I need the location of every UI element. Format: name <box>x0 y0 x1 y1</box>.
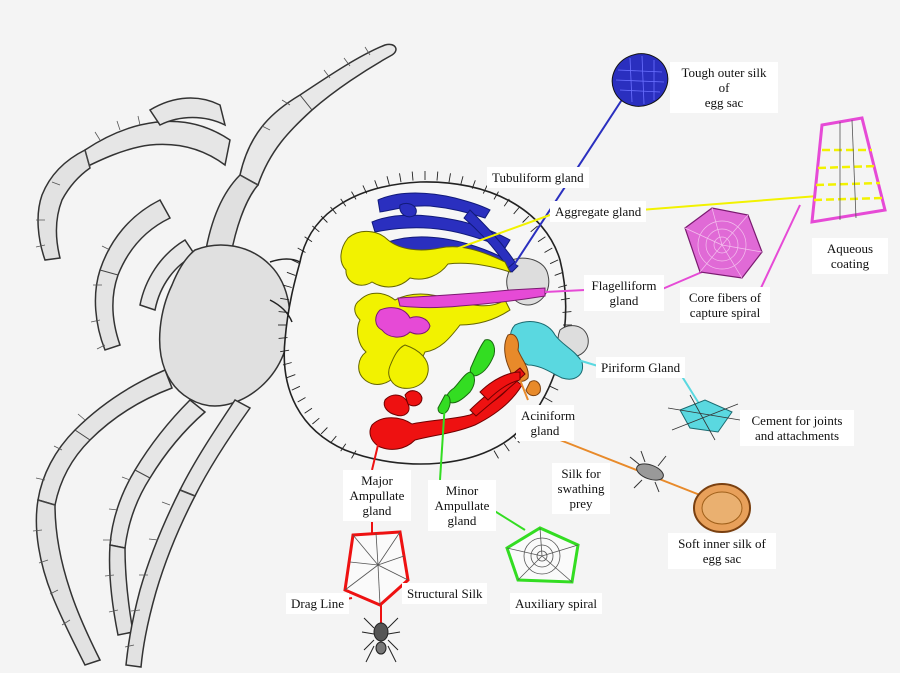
flagelliform-leader-c <box>759 204 801 291</box>
abdomen-hair <box>351 191 357 200</box>
abdomen-hair <box>530 225 538 233</box>
piriform-leader-a <box>577 359 599 367</box>
aciniform-leader-b <box>559 439 701 496</box>
label-major-ampullate-gland: Major Ampullate gland <box>343 470 411 521</box>
abdomen-hair <box>522 215 530 223</box>
abdomen-hair <box>278 311 288 313</box>
abdomen-hair <box>330 206 337 215</box>
abdomen-hair <box>286 374 296 379</box>
abdomen-hair <box>562 311 572 313</box>
small-spider-illustration <box>361 617 401 663</box>
abdomen-hair <box>436 171 439 181</box>
abdomen-hair <box>280 297 290 301</box>
major-ampullate-gland-shape <box>369 367 526 450</box>
abdomen-hair <box>330 435 337 444</box>
structural-silk-web-illustration <box>343 530 410 607</box>
flagelliform-gland-shape <box>375 287 546 338</box>
label-structural-silk: Structural Silk <box>402 583 488 604</box>
swathed-prey-illustration <box>629 450 667 493</box>
label-minor-ampullate-gland: Minor Ampullate gland <box>428 480 496 531</box>
minor-ampullate-leader-a <box>439 401 446 481</box>
label-aciniform-gland: Aciniform gland <box>516 405 575 441</box>
abdomen-hair <box>374 180 379 189</box>
abdomen-hair <box>560 297 570 301</box>
abdomen-hair <box>503 443 510 452</box>
abdomen-hair <box>448 173 451 183</box>
abdomen-hair <box>304 236 313 243</box>
label-soft-inner-silk: Soft inner silk of egg sac <box>668 533 776 569</box>
abdomen-hair <box>291 259 301 265</box>
capture-spiral-web-illustration <box>684 207 763 279</box>
abdomen-hair <box>544 397 553 403</box>
label-tough-outer-silk: Tough outer silk of egg sac <box>670 62 778 113</box>
abdomen-hair <box>503 198 510 207</box>
label-piriform-gland: Piriform Gland <box>596 357 686 378</box>
abdomen-hair <box>351 450 357 459</box>
abdomen-hair <box>537 236 546 243</box>
label-aggregate-gland: Aggregate gland <box>550 201 647 222</box>
abdomen-hair <box>340 443 347 452</box>
label-aqueous-coating: Aqueous coating <box>812 238 888 274</box>
abdomen-hair <box>320 215 328 223</box>
abdomen-hair <box>362 185 368 194</box>
label-core-fibers: Core fibers of capture spiral <box>680 287 770 323</box>
abdomen-hair <box>471 180 476 189</box>
abdomen-hair <box>544 247 553 253</box>
tubuliform-gland-shape <box>371 192 519 273</box>
label-flagelliform-gland: Flagelliform gland <box>584 275 664 311</box>
abdomen-hair <box>554 271 564 276</box>
cement-illustration <box>667 394 741 441</box>
outer-egg-sac-illustration <box>611 53 669 107</box>
abdomen-hair <box>460 176 464 186</box>
flagelliform-leader-b <box>659 271 703 291</box>
abdomen-hair <box>399 173 402 183</box>
abdomen-hair <box>558 284 568 288</box>
aciniform-leader-a <box>519 379 529 401</box>
abdomen-hair <box>278 337 288 339</box>
abdomen-hair <box>297 397 306 403</box>
aggregate-leader-b <box>639 195 819 211</box>
auxiliary-spiral-web-illustration <box>505 526 580 584</box>
abdomen-hair <box>297 247 306 253</box>
abdomen-hair <box>513 206 520 215</box>
abdomen-hair <box>312 225 320 233</box>
abdomen-hair <box>411 171 414 181</box>
label-cement: Cement for joints and attachments <box>740 410 854 446</box>
abdomen-hair <box>549 385 559 391</box>
abdomen-hair <box>291 385 301 391</box>
abdomen-hair <box>282 284 292 288</box>
spider-body-drawing <box>32 43 397 668</box>
abdomen-hair <box>340 198 347 207</box>
flagelliform-leader-a <box>544 289 586 293</box>
abdomen-hair <box>320 427 328 435</box>
major-ampullate-leader-a <box>371 444 379 471</box>
abdomen-hair <box>304 407 313 414</box>
abdomen-hair <box>286 271 296 276</box>
abdomen-hair <box>386 176 390 186</box>
abdomen-hair <box>280 349 290 353</box>
label-silk-swathing-prey: Silk for swathing prey <box>552 463 610 514</box>
minor-ampullate-gland-shape <box>437 339 495 415</box>
abdomen-hair <box>482 185 488 194</box>
abdomen-hair <box>493 450 499 459</box>
abdomen-hair <box>493 191 499 200</box>
aqueous-coating-illustration <box>810 116 887 224</box>
aggregate-leader-a <box>419 214 551 263</box>
aciniform-gland-shape <box>504 333 541 397</box>
abdomen-hair <box>282 362 292 366</box>
abdomen-hair <box>312 417 320 425</box>
label-drag-line: Drag Line <box>286 593 350 614</box>
inner-egg-sac-illustration <box>693 483 751 533</box>
label-tubuliform-gland: Tubuliform gland <box>487 167 589 188</box>
abdomen-hair <box>549 259 559 265</box>
label-auxiliary-spiral: Auxiliary spiral <box>510 593 602 614</box>
